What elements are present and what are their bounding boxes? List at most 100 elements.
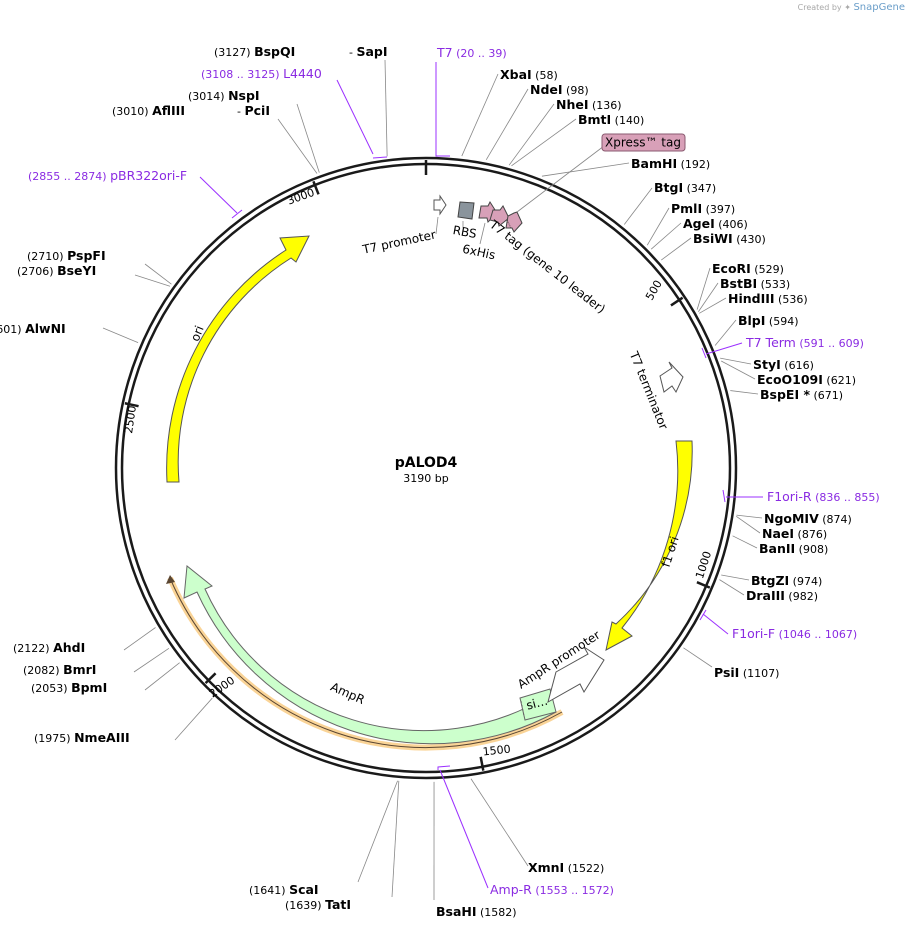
site-label-bspqi[interactable]: (3127) BspQI [214,44,295,59]
site-label-bsahi[interactable]: BsaHI (1582) [436,904,517,919]
site-label-ngomiv[interactable]: NgoMIV (874) [764,511,852,526]
primer-label-t7[interactable]: T7 (20 .. 39) [436,45,507,60]
t7-term-primer-mark[interactable] [701,347,707,359]
watermark-prefix: Created by [797,3,842,12]
ori-feature[interactable] [166,235,310,483]
primer-label-f1ori-r[interactable]: F1ori-R (836 .. 855) [767,489,880,504]
tick-label-1500: 1500 [482,743,511,759]
primer-label-pbr322ori-f[interactable]: (2855 .. 2874) pBR322ori-F [28,168,187,183]
signal-feature[interactable] [519,688,557,721]
site-label-pspfi[interactable]: (2710) PspFI [27,248,106,263]
site-leader-bmti [511,118,577,167]
primer-label-l4440[interactable]: (3108 .. 3125) L4440 [201,66,322,81]
site-label-ahdi[interactable]: (2122) AhdI [13,640,85,655]
site-label-bamhi[interactable]: BamHI (192) [631,156,710,171]
snapgene-logo-icon: ✦ [844,3,851,12]
ampr-orf-arrowhead [166,575,175,584]
site-leader-btgzi [721,574,750,581]
site-label-nhei[interactable]: NheI (136) [556,97,622,112]
site-leader-btgi [623,187,653,225]
site-label-bspei[interactable]: BspEI * (671) [760,387,843,402]
site-label-banii[interactable]: BanII (908) [759,541,828,556]
site-label-tati[interactable]: (1639) TatI [285,897,351,912]
site-label-hindiii[interactable]: HindIII (536) [728,291,808,306]
site-label-nspi[interactable]: (3014) NspI [188,88,260,103]
f1-ori-feature[interactable] [605,440,693,651]
rbs-label: RBS [452,223,478,241]
ampr-orf-line [169,577,563,749]
xpress-tag-box[interactable] [601,133,686,152]
site-label-btgi[interactable]: BtgI (347) [654,180,716,195]
site-leader-ecoo109i [721,360,756,380]
site-leader-styi [720,357,752,365]
site-leader-xbai [461,73,499,157]
primer-label-amp-r[interactable]: Amp-R (1553 .. 1572) [490,882,614,897]
site-leader-naei [736,516,761,534]
site-label-bmri[interactable]: (2082) BmrI [23,662,96,677]
site-leader-hindiii [699,297,727,314]
primer-leaders [199,62,763,889]
f1ori-f-primer-leader [702,613,729,635]
site-label-ecori[interactable]: EcoRI (529) [712,261,784,276]
f1-ori-label: f1 ori [659,535,682,569]
site-label-blpi[interactable]: BlpI (594) [738,313,799,328]
watermark-brand: SnapGene [853,2,905,13]
site-label-agei[interactable]: AgeI (406) [683,216,748,231]
pbr322ori-f-primer-mark[interactable] [231,209,243,219]
site-label-xmni[interactable]: XmnI (1522) [528,860,604,875]
primer-marks [231,153,726,770]
primer-label-t7-term[interactable]: T7 Term (591 .. 609) [745,335,864,350]
site-label-psii[interactable]: PsiI (1107) [714,665,779,680]
f1ori-r-primer-mark[interactable] [722,489,726,503]
site-label-bseyi[interactable]: (2706) BseYI [17,263,96,278]
t7-primer-mark[interactable] [435,153,450,157]
ori-label: ori [188,324,207,344]
site-label-scai[interactable]: (1641) ScaI [249,882,319,897]
site-label-bpmi[interactable]: (2053) BpmI [31,680,107,695]
site-label-styi[interactable]: StyI (616) [753,357,814,372]
amp-r-primer-mark[interactable] [437,765,451,770]
site-leader-ndei [485,88,529,161]
site-label-btgzi[interactable]: BtgZI (974) [751,573,822,588]
site-label-pcii[interactable]: - PciI [237,103,270,118]
l4440-primer-mark[interactable] [372,156,388,159]
site-label-bsiwi[interactable]: BsiWI (430) [693,231,766,246]
site-label-pmli[interactable]: PmlI (397) [671,201,735,216]
site-label-naei[interactable]: NaeI (876) [762,526,827,541]
site-label-xbai[interactable]: XbaI (58) [500,67,558,82]
his-tag-leader [479,222,486,245]
site-leader-nspi [296,103,320,173]
site-label-bstbi[interactable]: BstBI (533) [720,276,790,291]
site-label-ndei[interactable]: NdeI (98) [530,82,589,97]
site-leader-xmni [470,778,529,867]
site-leader-bpmi [144,662,180,691]
site-label-afliii[interactable]: (3010) AflIII [112,103,185,118]
tick-2000 [204,672,217,684]
t7-promoter-feature[interactable] [433,194,447,216]
l4440-primer-leader [336,79,374,155]
site-label-draiii[interactable]: DraIII (982) [746,588,818,603]
tick-2500 [124,402,139,408]
site-label-ecoo109i[interactable]: EcoO109I (621) [757,372,856,387]
tick-3000 [312,180,320,195]
site-leaders [102,59,763,901]
site-label-bmti[interactable]: BmtI (140) [578,112,644,127]
ampr-promoter-feature[interactable] [547,646,605,704]
restriction-site-labels: - SapI (3127) BspQI (3014) NspI- PciI (3010… [0,44,856,919]
site-label-alwni[interactable]: (2601) AlwNI [0,321,66,336]
site-leader-sapi [384,59,388,157]
xpress-tag-feature[interactable] [505,211,523,233]
f1ori-f-primer-mark[interactable] [699,609,707,621]
primer-label-f1ori-f[interactable]: F1ori-F (1046 .. 1067) [732,626,857,641]
rbs-feature[interactable] [457,201,475,220]
his-tag-label: 6xHis [461,242,497,263]
t7-tag-feature[interactable] [489,205,510,227]
ampr-feature[interactable] [183,565,557,745]
tick-label-2500: 2500 [122,405,139,435]
pbr322ori-f-primer-leader [199,176,238,214]
xpress-tag-dots [506,219,512,229]
t7-terminator-feature[interactable] [659,361,684,394]
site-label-sapi[interactable]: - SapI [349,44,388,59]
site-label-nmeaiii[interactable]: (1975) NmeAIII [34,730,130,745]
site-leader-draiii [719,579,745,596]
